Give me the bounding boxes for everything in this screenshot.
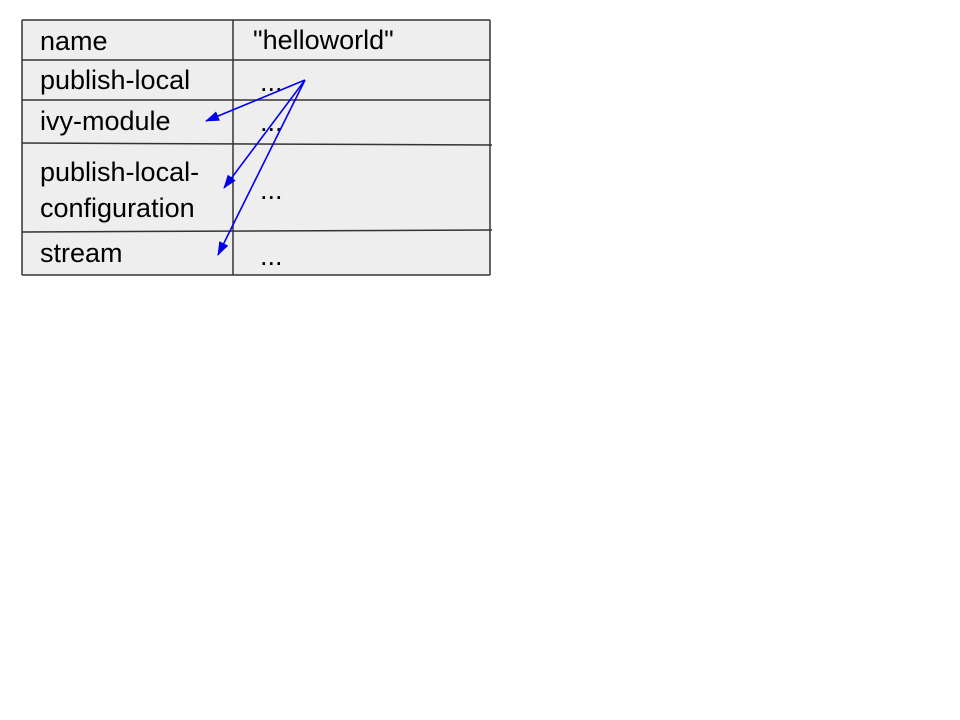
row-divider: [21, 229, 493, 233]
table-background: [22, 20, 490, 275]
arrow-to-publish-local-configuration: [223, 79, 306, 189]
reference-arrows: [205, 79, 306, 256]
arrow-to-ivy-module: [205, 79, 306, 122]
field-name-label: name: [40, 26, 108, 56]
field-value: ...: [260, 175, 283, 205]
table: name "helloworld" publish-local ... ivy-…: [21, 19, 493, 276]
field-name-label: publish-local-: [40, 157, 199, 187]
field-value: ...: [260, 67, 283, 97]
field-value: ...: [260, 107, 283, 137]
field-value: ...: [260, 241, 283, 271]
field-value: "helloworld": [253, 25, 394, 55]
field-name-label: ivy-module: [40, 106, 171, 136]
field-name-label-continued: configuration: [40, 193, 195, 223]
field-name-label: stream: [40, 238, 123, 268]
arrow-to-stream: [217, 79, 306, 256]
field-name-label: publish-local: [40, 65, 190, 95]
